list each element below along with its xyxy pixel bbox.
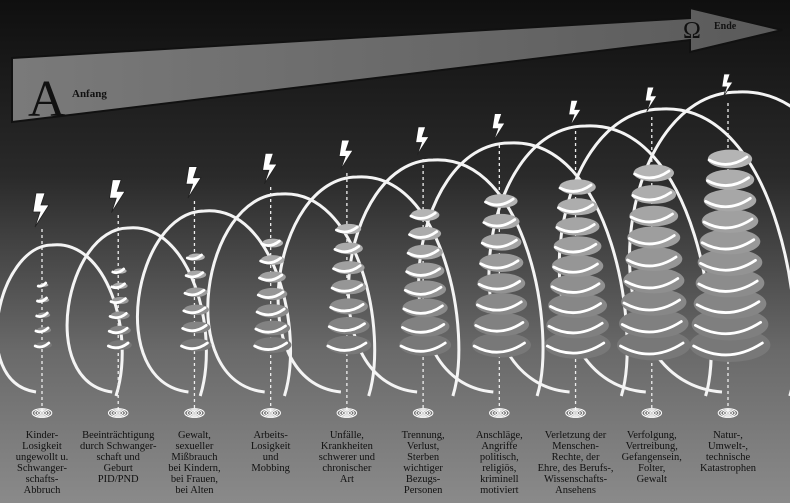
lightning-icon [109, 179, 126, 213]
spring-coil [616, 164, 691, 361]
stage [180, 166, 212, 418]
stage-loop [135, 209, 292, 397]
target-icon [260, 408, 281, 418]
stage-label: Arbeits- Losigkeit und Mobbing [250, 430, 291, 474]
stage-label: Unfälle, Krankheiten schwerer und chroni… [318, 430, 376, 485]
lightning-icon [262, 152, 278, 184]
spring-coil [544, 179, 611, 359]
end-letter: Ω [683, 18, 701, 44]
stage-loop [206, 192, 377, 397]
stage [31, 192, 53, 418]
stage [326, 139, 372, 418]
target-icon [31, 408, 53, 418]
start-letter: A [28, 71, 66, 128]
lightning-icon [568, 99, 582, 127]
stage-label: Verfolgung, Vertreibung, Gefangensein, F… [621, 430, 682, 485]
stage [616, 86, 691, 418]
stage-label: Natur-, Umwelt-, technische Katastrophen [700, 430, 756, 474]
end-label: Ende [714, 21, 737, 32]
stage [471, 113, 531, 418]
stage [544, 99, 611, 418]
lightning-icon [491, 113, 506, 141]
stage [106, 179, 132, 418]
target-icon [489, 408, 510, 418]
stages-layer [0, 73, 790, 418]
stage-label: Beeinträchtigung durch Schwanger- schaft… [79, 430, 157, 485]
target-icon [565, 408, 586, 418]
lightning-icon [644, 86, 658, 112]
time-arrow [11, 6, 783, 124]
lightning-icon [721, 73, 734, 98]
stage-label: Anschläge, Angriffe politisch, religiös,… [475, 430, 523, 496]
start-label: Anfang [72, 88, 107, 100]
spring-coil [180, 253, 212, 352]
lightning-icon [415, 126, 430, 156]
target-icon [184, 408, 205, 418]
spring-coil [326, 223, 372, 355]
spring-coil [399, 208, 452, 356]
stage-label: Verletzung der Menschen- Rechte, der Ehr… [537, 430, 614, 496]
lightning-icon [338, 139, 354, 170]
spring-coil [471, 194, 531, 358]
spring-coil [33, 281, 52, 349]
stage [689, 73, 771, 418]
target-icon [107, 408, 129, 418]
stage-loop [0, 243, 124, 397]
lightning-icon [185, 166, 202, 199]
target-icon [412, 408, 434, 418]
stage-label: Trennung, Verlust, Sterben wichtiger Bez… [401, 430, 445, 496]
stage-label: Gewalt, sexueller Mißbrauch bei Kindern,… [168, 430, 221, 496]
stage-label: Kinder- Losigkeit ungewollt u. Schwanger… [15, 430, 69, 496]
stage [399, 126, 452, 418]
spring-coil [253, 238, 292, 353]
target-icon [336, 408, 358, 418]
stage [253, 152, 292, 418]
target-icon [717, 408, 739, 418]
spring-coil [689, 149, 771, 362]
target-icon [641, 408, 663, 418]
spring-coil [106, 267, 132, 350]
lightning-icon [32, 192, 50, 228]
